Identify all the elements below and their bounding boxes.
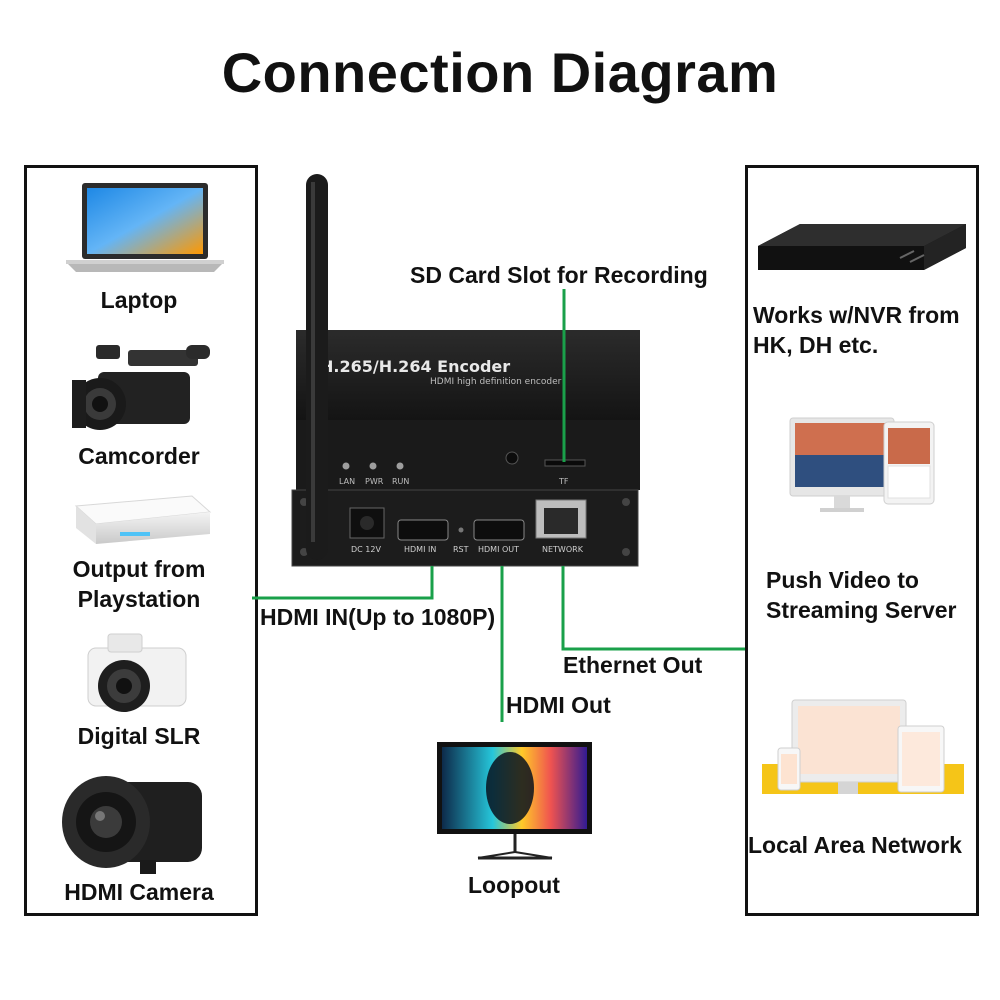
source-label-dslr: Digital SLR (77, 723, 201, 749)
led-label-run: RUN (392, 477, 409, 486)
ethernet-line (561, 566, 745, 651)
port-label-network: NETWORK (542, 545, 584, 554)
loopout-label: Loopout (468, 872, 560, 898)
sd-card-label: SD Card Slot for Recording (410, 262, 708, 288)
led-label-lan: LAN (339, 477, 355, 486)
led-label-pwr: PWR (365, 477, 384, 486)
nvr-icon (758, 224, 966, 270)
port-label-hdmi-in: HDMI IN (404, 545, 436, 554)
tf-slot-label: TF (558, 477, 569, 486)
console-icon (74, 495, 212, 544)
dest-label-nvr-line2: HK, DH etc. (753, 332, 879, 358)
source-label-playstation-line2: Playstation (77, 586, 201, 612)
source-label-hdmi-camera: HDMI Camera (64, 879, 214, 905)
camcorder-icon (72, 345, 210, 430)
source-label-camcorder: Camcorder (78, 443, 200, 469)
dest-label-streaming-line1: Push Video to (766, 567, 919, 593)
encoder-title-text: H.265/H.264 Encoder (320, 357, 510, 376)
source-label-laptop: Laptop (100, 287, 178, 313)
streaming-screens-icon (789, 417, 935, 512)
dslr-camera-icon (87, 633, 187, 712)
antenna-icon (306, 174, 328, 560)
hdmi-in-label: HDMI IN(Up to 1080P) (260, 604, 496, 630)
source-label-playstation-line1: Output from (72, 556, 206, 582)
connector-lines (252, 289, 745, 722)
encoder-subtitle-text: HDMI high definition encoder (430, 377, 562, 387)
dest-label-nvr-line1: Works w/NVR from (753, 302, 960, 328)
ethernet-out-label: Ethernet Out (563, 652, 703, 678)
hdmi-camera-icon (62, 776, 202, 874)
encoder-device: H.265/H.264 Encoder HDMI high definition… (291, 330, 640, 567)
laptop-icon (66, 183, 224, 272)
monitor-icon (437, 742, 592, 860)
port-label-hdmi-out: HDMI OUT (478, 545, 519, 554)
port-label-dc: DC 12V (351, 545, 381, 554)
hdmi-out-label: HDMI Out (506, 692, 611, 718)
page-title: Connection Diagram (221, 41, 779, 104)
dest-label-streaming-line2: Streaming Server (766, 597, 957, 623)
dest-label-lan: Local Area Network (748, 832, 962, 858)
port-label-rst: RST (453, 545, 469, 554)
hdmi-in-line (252, 566, 434, 600)
lan-devices-icon (762, 699, 964, 794)
